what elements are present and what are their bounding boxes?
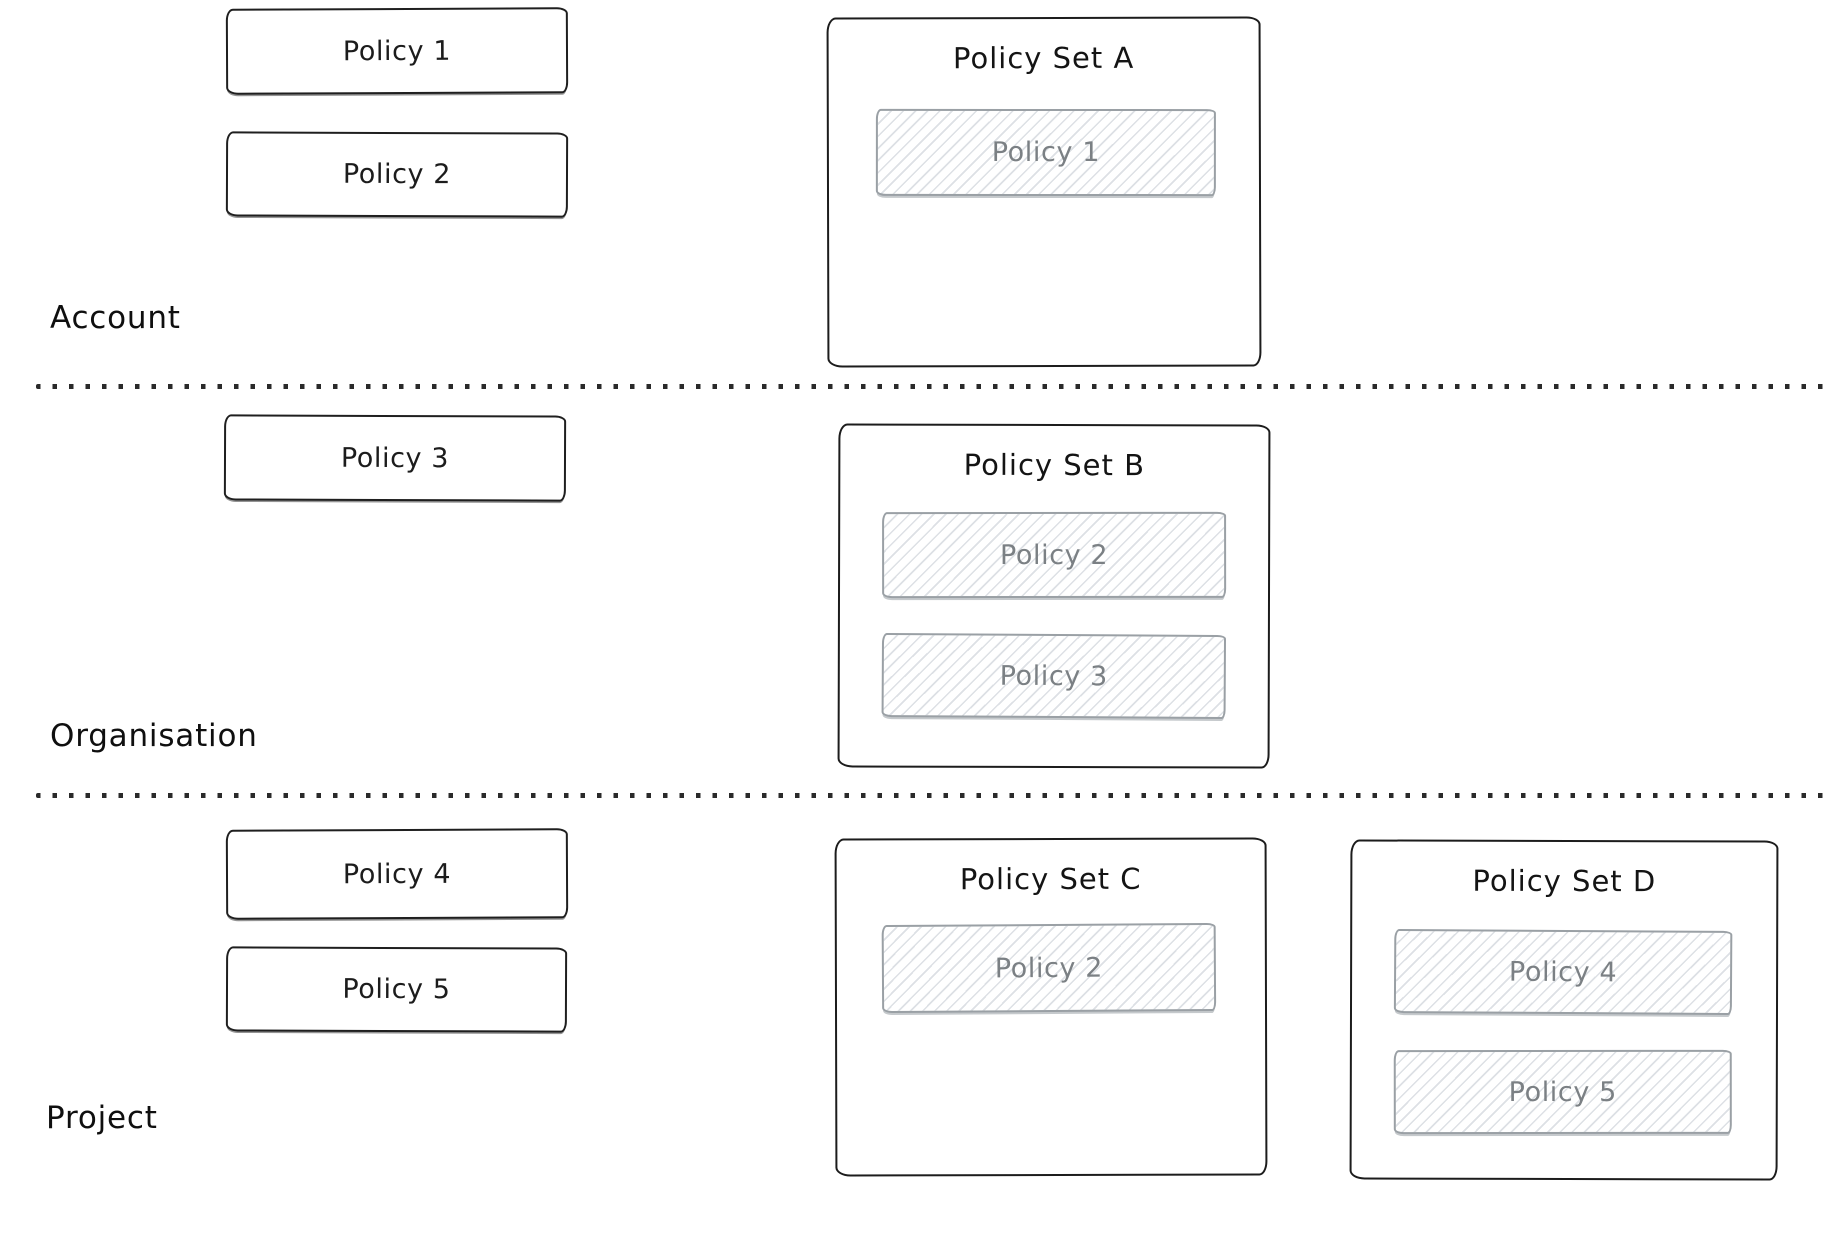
policy-1-box: Policy 1 — [225, 7, 569, 95]
policy-set-b-member-policy-3: Policy 3 — [881, 633, 1227, 719]
project-level-label: Project — [46, 1100, 158, 1136]
policy-set-c-container: Policy Set C Policy 2 — [834, 837, 1268, 1177]
policy-set-c-member-policy-2: Policy 2 — [881, 922, 1217, 1014]
policy-3-box: Policy 3 — [223, 414, 567, 502]
organisation-project-divider — [36, 793, 1826, 798]
policy-set-b-container: Policy Set B Policy 2 Policy 3 — [837, 423, 1271, 769]
policy-set-d-member-policy-4: Policy 4 — [1393, 929, 1733, 1015]
policy-set-a-member-label: Policy 1 — [991, 136, 1101, 169]
policy-set-c-member-label: Policy 2 — [994, 952, 1104, 984]
policy-set-b-member-policy-2: Policy 2 — [882, 511, 1227, 599]
policy-set-d-member-policy-5: Policy 5 — [1393, 1049, 1732, 1135]
policy-2-label: Policy 2 — [342, 158, 452, 191]
policy-set-a-title: Policy Set A — [952, 40, 1135, 76]
policy-4-label: Policy 4 — [342, 858, 452, 890]
policy-4-box: Policy 4 — [225, 828, 569, 920]
policy-set-d-container: Policy Set D Policy 4 Policy 5 — [1349, 839, 1779, 1181]
policy-set-b-member-label: Policy 2 — [999, 539, 1109, 571]
policy-5-box: Policy 5 — [225, 946, 568, 1033]
policy-2-box: Policy 2 — [225, 131, 569, 218]
policy-set-c-title: Policy Set C — [959, 861, 1142, 897]
policy-set-d-member-label: Policy 5 — [1508, 1076, 1617, 1108]
policy-set-a-member-policy-1: Policy 1 — [875, 108, 1216, 197]
policy-set-a-container: Policy Set A Policy 1 — [826, 16, 1262, 368]
policy-set-d-member-label: Policy 4 — [1508, 956, 1618, 988]
policy-5-label: Policy 5 — [342, 973, 451, 1006]
policy-3-label: Policy 3 — [340, 442, 450, 474]
account-organisation-divider — [36, 384, 1826, 389]
organisation-level-label: Organisation — [50, 718, 258, 754]
policy-set-b-title: Policy Set B — [963, 447, 1146, 483]
policy-set-d-title: Policy Set D — [1472, 863, 1657, 899]
policy-1-label: Policy 1 — [342, 35, 452, 67]
policy-set-b-member-label: Policy 3 — [999, 660, 1108, 692]
account-level-label: Account — [50, 300, 181, 336]
